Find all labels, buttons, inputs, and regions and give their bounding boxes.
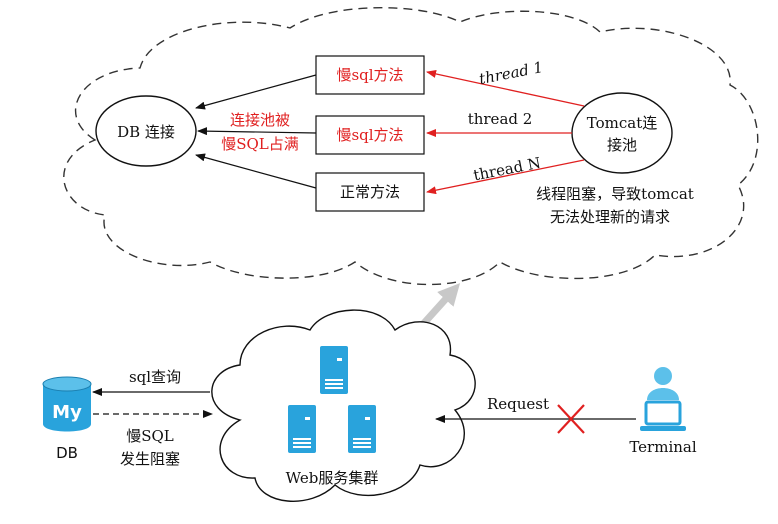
blocked-note-line1: 线程阻塞，导致tomcat	[536, 185, 694, 203]
thread-n-label: thread N	[472, 154, 542, 185]
arrow-method3-to-db	[195, 153, 317, 189]
method-box-1-label: 慢sql方法	[336, 66, 403, 84]
thread-2-label: thread 2	[468, 110, 533, 128]
method-box-1	[315, 55, 425, 95]
pool-full-line2: 慢SQL占满	[221, 135, 299, 153]
db-label: DB	[56, 444, 78, 462]
tomcat-pool-node	[571, 92, 673, 174]
slow-sql-line1: 慢SQL	[126, 427, 174, 445]
server-icon	[348, 405, 376, 453]
terminal-label: Terminal	[629, 438, 697, 456]
db-connection-node	[95, 95, 197, 167]
sql-query-label: sql查询	[129, 368, 181, 386]
web-cluster-cloud	[211, 309, 476, 502]
mysql-icon-text: My	[52, 402, 82, 423]
tomcat-label-line1: Tomcat连	[587, 114, 657, 132]
tomcat-label-line2: 接池	[607, 136, 637, 154]
blocked-note-line2: 无法处理新的请求	[550, 208, 670, 226]
top-cloud-outline	[63, 7, 759, 286]
method-box-2-label: 慢sql方法	[336, 126, 403, 144]
pool-full-line1: 连接池被	[230, 111, 290, 129]
red-x-icon	[557, 404, 585, 434]
web-cluster-label: Web服务集群	[286, 469, 379, 487]
thread-1-label: thread 1	[478, 58, 545, 88]
slow-sql-line2: 发生阻塞	[120, 450, 180, 468]
method-box-2	[315, 115, 425, 155]
user-laptop-icon	[640, 367, 686, 431]
arrow-method1-to-db	[195, 74, 317, 110]
arrow-thread-n	[426, 159, 585, 195]
request-label: Request	[487, 395, 549, 413]
method-box-3-label: 正常方法	[340, 183, 400, 201]
db-connection-label: DB 连接	[117, 123, 175, 141]
arrow-thread-1	[426, 69, 585, 107]
arrow-method2-to-db	[197, 127, 317, 136]
server-icon	[320, 346, 348, 394]
mysql-database-icon: My	[42, 376, 92, 432]
server-icon	[288, 405, 316, 453]
method-box-3	[315, 172, 425, 212]
